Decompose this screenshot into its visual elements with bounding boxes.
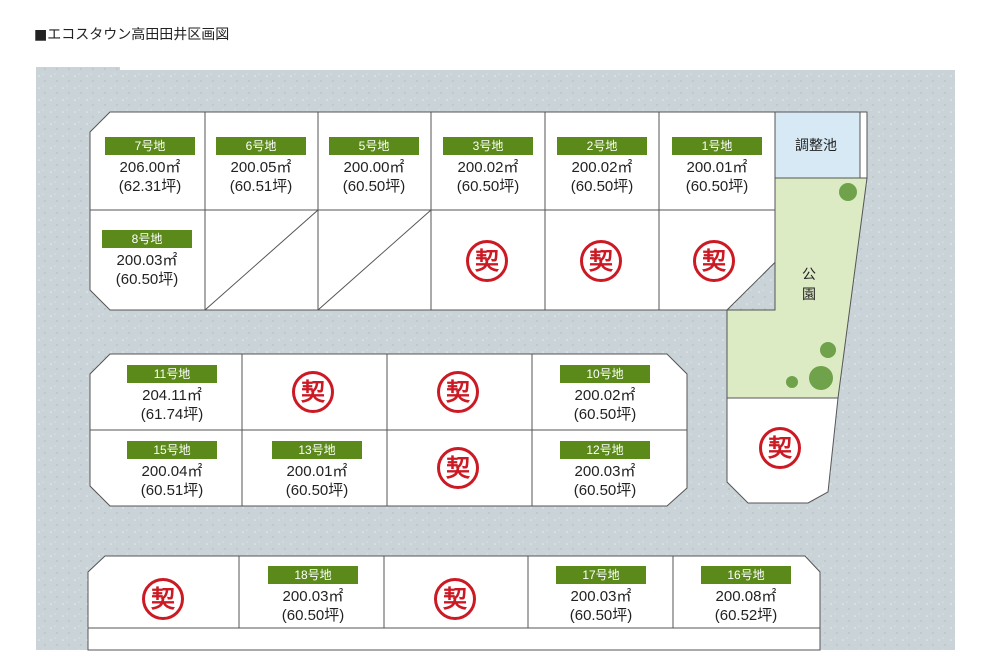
lot-12: 12号地 200.03㎡ (60.50坪) (560, 441, 650, 500)
lot-13: 13号地 200.01㎡ (60.50坪) (272, 441, 362, 500)
contract-seal: 契 (292, 371, 334, 413)
lot-label: 16号地 (701, 566, 791, 584)
lot-label: 2号地 (557, 137, 647, 155)
lot-area: 206.00㎡ (119, 159, 181, 176)
lot-7: 7号地 206.00㎡ (62.31坪) (105, 137, 195, 196)
lot-area: 200.01㎡ (286, 463, 348, 480)
lot-area: 200.03㎡ (116, 252, 178, 269)
park-label-1: 公 (802, 267, 816, 283)
lot-label: 10号地 (560, 365, 650, 383)
lot-area: 200.00㎡ (343, 159, 405, 176)
lot-area: 200.04㎡ (141, 463, 203, 480)
lot-tsubo: (62.31坪) (118, 178, 182, 195)
lot-tsubo: (60.50坪) (570, 178, 634, 195)
lot-tsubo: (60.50坪) (342, 178, 406, 195)
lot-tsubo: (60.50坪) (456, 178, 520, 195)
lot-6: 6号地 200.05㎡ (60.51坪) (216, 137, 306, 196)
lot-11: 11号地 204.11㎡ (61.74坪) (127, 365, 217, 424)
lot-label: 17号地 (556, 566, 646, 584)
lot-tsubo: (60.51坪) (229, 178, 293, 195)
park-label-2: 園 (802, 287, 816, 303)
lot-tsubo: (60.50坪) (281, 607, 345, 624)
lot-label: 3号地 (443, 137, 533, 155)
lot-area: 200.03㎡ (570, 588, 632, 605)
lot-label: 15号地 (127, 441, 217, 459)
contract-seal: 契 (434, 578, 476, 620)
lot-tsubo: (60.50坪) (285, 482, 349, 499)
contract-seal: 契 (580, 240, 622, 282)
lot-8: 8号地 200.03㎡ (60.50坪) (102, 230, 192, 289)
lot-1: 1号地 200.01㎡ (60.50坪) (672, 137, 762, 196)
pond-area (774, 111, 861, 179)
top-strip (120, 67, 955, 70)
bottom-block-dividers (88, 556, 820, 629)
lot-label: 11号地 (127, 365, 217, 383)
lot-area: 200.05㎡ (230, 159, 292, 176)
lot-area: 200.01㎡ (686, 159, 748, 176)
lot-tsubo: (61.74坪) (140, 406, 204, 423)
lot-17: 17号地 200.03㎡ (60.50坪) (556, 566, 646, 625)
lot-label: 13号地 (272, 441, 362, 459)
lot-area: 200.02㎡ (571, 159, 633, 176)
pond-label: 調整池 (795, 138, 837, 154)
lot-tsubo: (60.50坪) (573, 406, 637, 423)
lot-area: 200.03㎡ (282, 588, 344, 605)
lot-label: 7号地 (105, 137, 195, 155)
contract-seal: 契 (437, 371, 479, 413)
lot-18: 18号地 200.03㎡ (60.50坪) (268, 566, 358, 625)
lot-label: 6号地 (216, 137, 306, 155)
lot-area: 200.03㎡ (574, 463, 636, 480)
lot-area: 200.02㎡ (457, 159, 519, 176)
map-title: ■エコスタウン高田田井区画図 (34, 27, 230, 43)
middle-block-dividers (90, 354, 687, 506)
lot-area: 204.11㎡ (142, 387, 202, 404)
lot-label: 5号地 (329, 137, 419, 155)
lot-tsubo: (60.50坪) (569, 607, 633, 624)
lot-label: 8号地 (102, 230, 192, 248)
lot-5: 5号地 200.00㎡ (60.50坪) (329, 137, 419, 196)
lot-tsubo: (60.52坪) (714, 607, 778, 624)
lot-tsubo: (60.51坪) (140, 482, 204, 499)
lot-label: 1号地 (672, 137, 762, 155)
lot-15: 15号地 200.04㎡ (60.51坪) (127, 441, 217, 500)
lot-10: 10号地 200.02㎡ (60.50坪) (560, 365, 650, 424)
lot-label: 18号地 (268, 566, 358, 584)
lot-tsubo: (60.50坪) (115, 271, 179, 288)
lot-2: 2号地 200.02㎡ (60.50坪) (557, 137, 647, 196)
contract-seal: 契 (437, 447, 479, 489)
lot-tsubo: (60.50坪) (685, 178, 749, 195)
lot-label: 12号地 (560, 441, 650, 459)
lot-tsubo: (60.50坪) (573, 482, 637, 499)
contract-seal: 契 (142, 578, 184, 620)
lot-3: 3号地 200.02㎡ (60.50坪) (443, 137, 533, 196)
park-trees (786, 183, 857, 390)
contract-seal: 契 (759, 427, 801, 469)
lot-area: 200.02㎡ (574, 387, 636, 404)
lot-16: 16号地 200.08㎡ (60.52坪) (701, 566, 791, 625)
lot-area: 200.08㎡ (715, 588, 777, 605)
contract-seal: 契 (466, 240, 508, 282)
contract-seal: 契 (693, 240, 735, 282)
